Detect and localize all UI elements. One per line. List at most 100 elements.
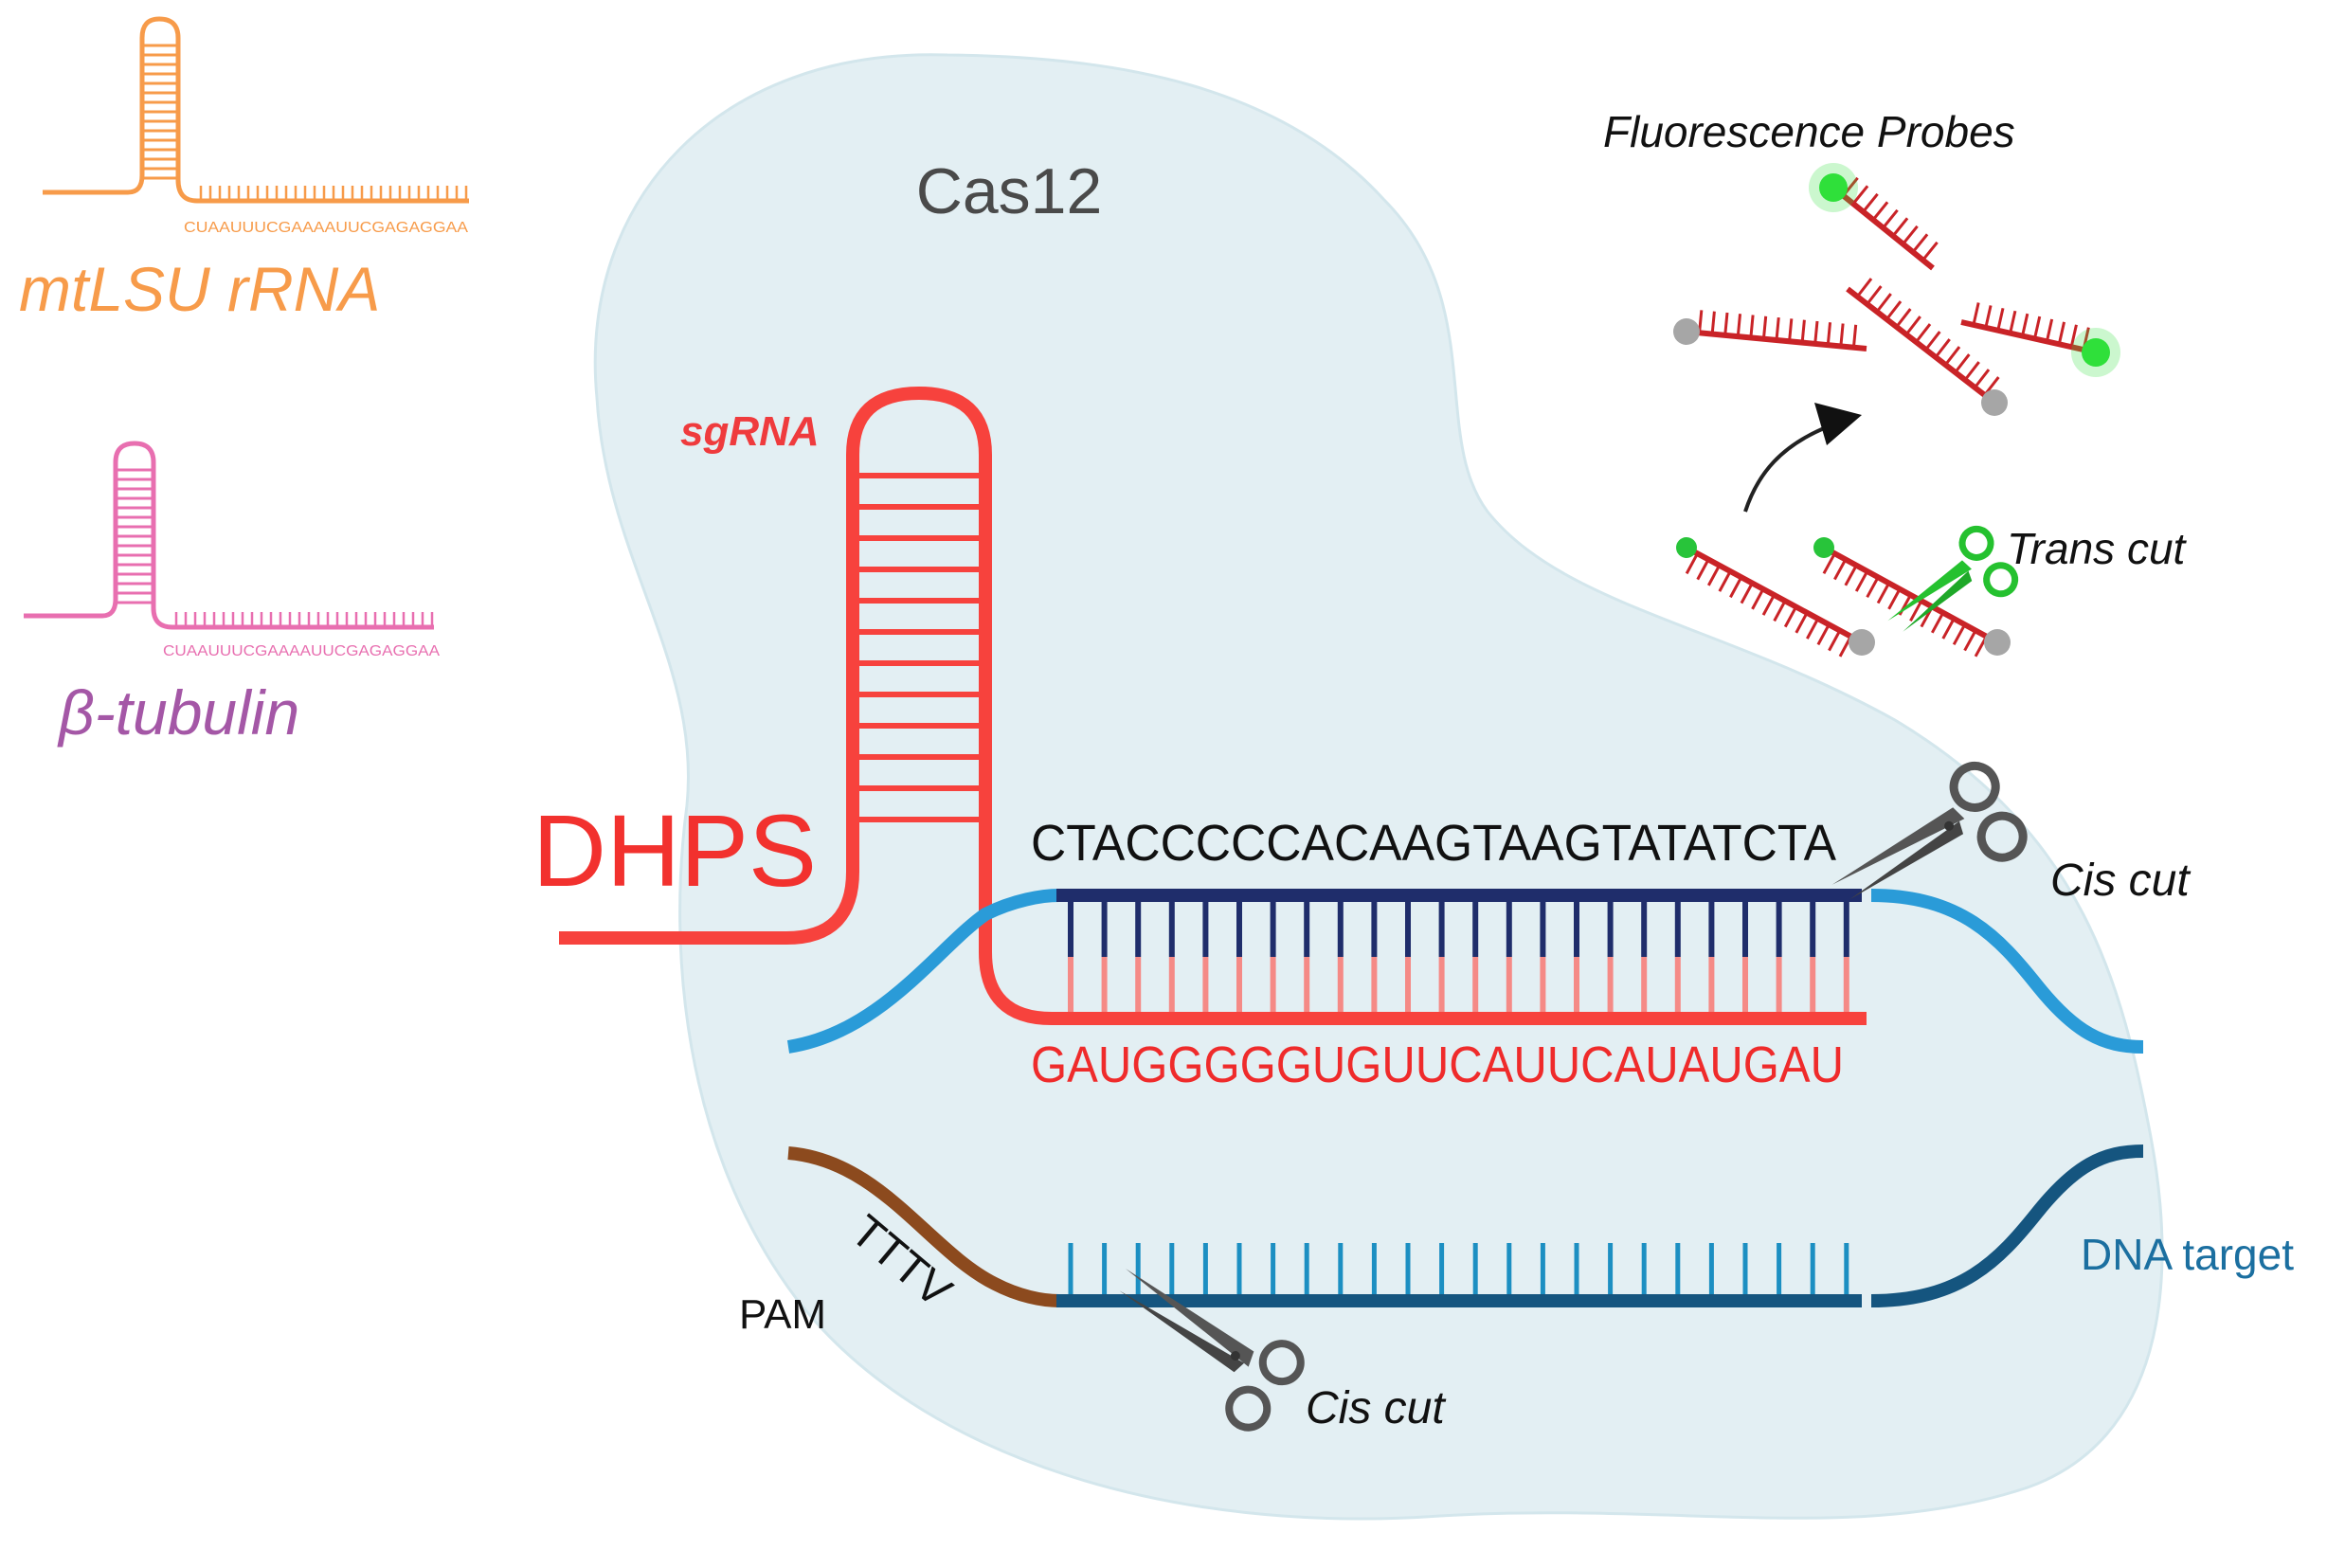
probe xyxy=(1960,302,2120,377)
scissor-ring-b xyxy=(1976,811,2028,862)
pam-label: PAM xyxy=(739,1291,826,1338)
probe-tick xyxy=(1761,594,1776,616)
probe-tick xyxy=(1800,319,1806,343)
target-strand-right-flank xyxy=(1870,889,2144,1054)
probe-tick xyxy=(1891,217,1909,237)
probe-tick xyxy=(1788,318,1794,342)
probe-tick xyxy=(1866,285,1883,305)
probe-tick xyxy=(1902,225,1919,245)
probe-tick xyxy=(1871,201,1889,221)
probe-tick xyxy=(1974,369,1991,388)
probe-tick xyxy=(1963,629,1977,652)
probe-tick xyxy=(1862,192,1879,213)
probe-tick xyxy=(1813,320,1819,344)
probe-tick xyxy=(1911,233,1929,253)
probe-tick xyxy=(1816,623,1831,646)
cis-cut-top-scissors-icon xyxy=(1831,761,2028,900)
probe-tick xyxy=(1806,618,1820,640)
scissor-blade-b xyxy=(1119,1290,1245,1373)
cas12-protein-blob xyxy=(593,53,2164,1521)
probe-tick xyxy=(1972,302,1980,326)
scissor-blade-b xyxy=(1903,570,1973,632)
beta-tubulin-stem-rungs xyxy=(116,468,153,604)
probe-tick xyxy=(1833,558,1848,581)
nontarget-strand-right-flank xyxy=(1870,1144,2144,1307)
basepair-ticks xyxy=(1068,902,1849,1012)
probe-tick xyxy=(1856,278,1873,297)
scissor-blade-a xyxy=(1125,1268,1254,1367)
probe-tick xyxy=(1854,570,1869,592)
scissor-blade-a xyxy=(1887,560,1972,622)
pam-strand xyxy=(787,1146,1060,1307)
probe-tick xyxy=(1851,324,1858,348)
fluorophore xyxy=(1813,537,1834,558)
target-top-sequence: CTACCCCCACAAGTAAGTATATCTA xyxy=(1031,815,1836,872)
beta-tubulin-hairpin xyxy=(24,441,434,630)
probe-tick xyxy=(1904,315,1921,335)
probe-strand xyxy=(1846,286,1996,406)
probe-tick xyxy=(1698,310,1704,333)
probe-tick xyxy=(1844,565,1858,586)
nontarget-ticks xyxy=(1068,1243,1849,1294)
probe-tick xyxy=(2057,321,2066,345)
probe-tick xyxy=(2009,310,2017,333)
probe-tick xyxy=(1706,565,1722,586)
probe-tick xyxy=(1941,618,1956,640)
probe-tick xyxy=(1822,552,1836,575)
probe xyxy=(1673,310,1867,351)
probe-tick xyxy=(1783,605,1797,628)
probe-tick xyxy=(1984,305,1993,329)
mtlsu-rrna-icon xyxy=(43,16,469,204)
probe-tick xyxy=(1882,208,1899,229)
cas12-label: Cas12 xyxy=(916,155,1103,227)
probe xyxy=(1676,537,1875,658)
probe xyxy=(1809,163,1939,271)
fluorescence-probes xyxy=(1673,163,2120,658)
probe-tick xyxy=(1729,576,1743,599)
sgrna-sequence: GAUGGGGGUGUUCAUUCAUAUGAU xyxy=(1031,1036,1844,1093)
probe-tick xyxy=(1828,629,1842,652)
probe-tick xyxy=(1710,311,1716,334)
sgrna-backbone xyxy=(559,387,1867,1025)
probe-tick xyxy=(1909,600,1923,622)
probe-tick xyxy=(1685,552,1699,575)
scissor-ring-b xyxy=(1983,562,2019,598)
scissor-ring-a xyxy=(1949,761,2000,812)
trans-arrow-curve xyxy=(1743,424,1830,513)
probe-tick xyxy=(1963,361,1980,381)
probe-tick xyxy=(1740,582,1754,604)
scissor-ring-a xyxy=(1258,1340,1305,1386)
mtlsu-sequence: CUAAUUUCGAAAAUUCGAGAGGAA xyxy=(184,220,468,236)
beta-tubulin-tail-ticks xyxy=(174,612,434,627)
probe-tick xyxy=(1795,612,1809,634)
cis-cut-top-label: Cis cut xyxy=(2050,856,2191,906)
trans-arrow-head-icon xyxy=(1814,403,1862,445)
probe-tick xyxy=(1952,623,1967,646)
probe-tick xyxy=(1895,308,1912,328)
quencher xyxy=(1981,389,2008,416)
beta-tubulin-sequence: CUAAUUUCGAAAAUUCGAGAGGAA xyxy=(163,643,440,659)
probe-tick xyxy=(1934,338,1951,358)
probe-tick xyxy=(1885,300,1903,320)
beta-tubulin-label: β-tubulin xyxy=(57,677,299,748)
probe-tick xyxy=(1954,353,1971,373)
dna-target-label: DNA target xyxy=(2081,1230,2294,1279)
scissor-pivot xyxy=(1230,1351,1240,1361)
fluorophore xyxy=(2082,338,2110,367)
sgrna-label: sgRNA xyxy=(680,408,820,455)
cis-cut-bottom-label: Cis cut xyxy=(1306,1383,1446,1433)
cis-cut-bottom-scissors-icon xyxy=(1119,1268,1305,1432)
trans-cut-scissors-icon xyxy=(1887,525,2019,632)
probe-tick xyxy=(2069,324,2078,348)
probe-tick xyxy=(1749,315,1755,338)
probe-tick xyxy=(1875,293,1892,313)
probe-tick xyxy=(1924,331,1941,351)
probe-tick xyxy=(1736,314,1742,337)
probe-tick xyxy=(1876,582,1890,604)
fluorescence-probes-label: Fluorescence Probes xyxy=(1603,107,2015,156)
probe-tick xyxy=(1696,558,1710,581)
mtlsu-hairpin xyxy=(43,16,469,204)
probe-tick xyxy=(1866,576,1880,599)
probe-tick xyxy=(1944,346,1961,366)
